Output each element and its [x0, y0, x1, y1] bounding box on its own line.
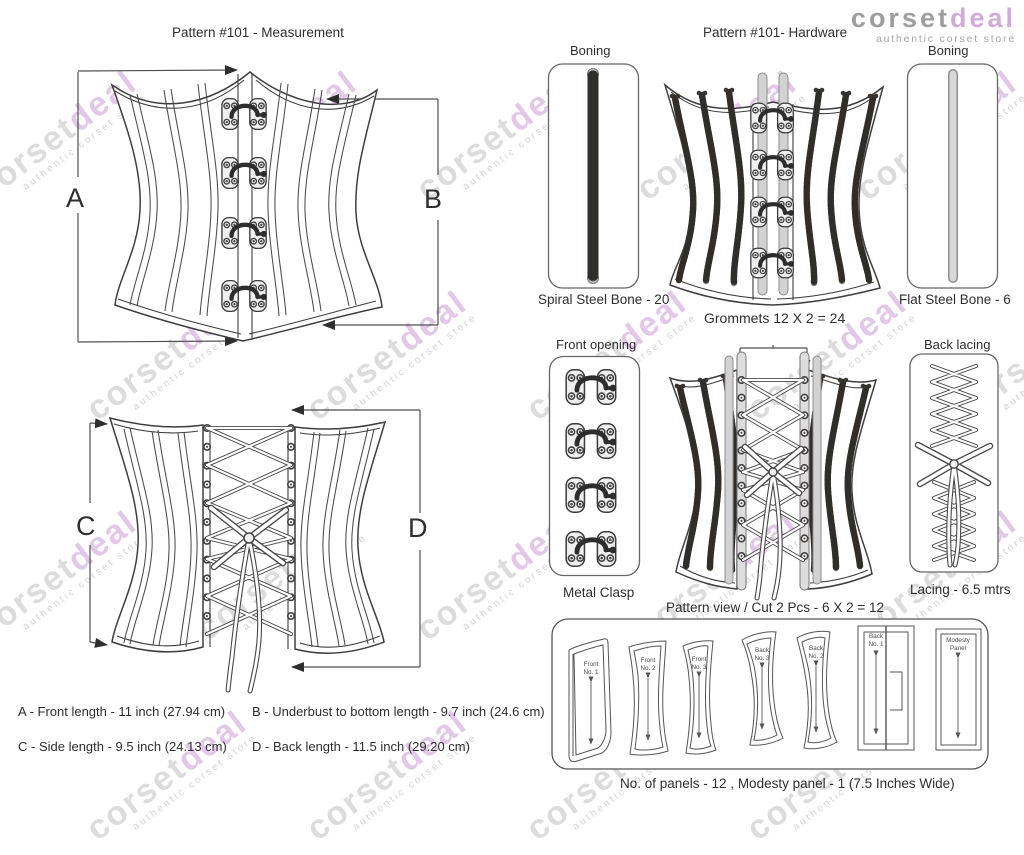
- boning-seam-lines: [123, 427, 375, 648]
- pattern-piece-front-2: Front No. 2: [628, 640, 669, 756]
- label-d: D: [408, 513, 428, 543]
- grommets: [737, 376, 809, 577]
- piece-label: No. 2: [808, 653, 824, 660]
- label-a: A: [66, 183, 84, 213]
- lacing: [741, 378, 805, 601]
- front-opening-label: Front opening: [556, 337, 637, 352]
- piece-label: No. 2: [640, 665, 656, 672]
- label-b: B: [424, 184, 442, 214]
- brand-logo: corsetdeal authentic corset store: [851, 5, 1016, 45]
- spiral-bone-box: [547, 63, 640, 289]
- flat-bone-box: [906, 63, 999, 289]
- logo-tagline: authentic corset store: [876, 33, 1016, 45]
- legend-underbust-length: B - Underbust to bottom length - 9.7 inc…: [252, 704, 545, 719]
- back-lacing-label: Back lacing: [924, 337, 991, 352]
- boning-label-right: Boning: [928, 43, 969, 58]
- pattern-view-title: Pattern view / Cut 2 Pcs - 6 X 2 = 12: [666, 600, 884, 615]
- piece-label: Panel: [950, 645, 966, 652]
- back-lacing-box: [909, 353, 999, 573]
- flat-bone: [812, 355, 822, 585]
- piece-label: Front: [584, 661, 599, 668]
- pattern-piece-front-3: Front No. 3: [682, 640, 717, 755]
- front-opening-box: [548, 355, 641, 577]
- pattern-view-box: Front No. 1 Front No. 2 Front No. 3 Back…: [551, 618, 989, 770]
- measurement-title: Pattern #101 - Measurement: [172, 25, 344, 40]
- legend-front-length: A - Front length - 11 inch (27.94 cm): [18, 704, 226, 719]
- corset-front-outline: [110, 71, 383, 342]
- measurement-arrows-cd: C D: [76, 405, 428, 672]
- back-corset-measurement-diagram: C D: [76, 405, 428, 694]
- hardware-front-corset-diagram: [663, 72, 885, 306]
- front-corset-measurement-diagram: A B: [66, 65, 442, 347]
- logo-corset: corset: [850, 3, 950, 33]
- legend-back-length: D - Back length - 11.5 inch (29.20 cm): [252, 739, 470, 754]
- metal-clasp-caption: Metal Clasp: [563, 585, 635, 600]
- label-c: C: [76, 511, 96, 541]
- bow-knot: [768, 467, 778, 477]
- measurement-arrows-ab: A B: [66, 65, 442, 347]
- grommets-caption: Grommets 12 X 2 = 24: [704, 310, 846, 326]
- piece-label: Modesty: [946, 637, 971, 644]
- bone-tips: [669, 87, 879, 99]
- boning-label-left: Boning: [570, 43, 611, 58]
- piece-label: No. 3: [754, 655, 770, 662]
- spiral-bones: [669, 87, 879, 287]
- piece-label: No. 1: [868, 641, 884, 648]
- bow-knot: [243, 532, 255, 544]
- piece-label: No. 1: [583, 669, 599, 676]
- pattern-piece-back-1: Back No. 1: [857, 625, 915, 751]
- lacing-illustration: [914, 364, 994, 568]
- hardware-title: Pattern #101- Hardware: [703, 25, 848, 40]
- pattern-piece-modesty-panel: Modesty Panel: [935, 628, 982, 751]
- spiral-bones: [674, 373, 872, 574]
- piece-label: Front: [641, 657, 656, 664]
- spiral-bone-caption: Spiral Steel Bone - 20: [538, 292, 670, 307]
- flat-bone-caption: Flat Steel Bone - 6: [899, 292, 1011, 307]
- lacing-caption: Lacing - 6.5 mtrs: [910, 582, 1011, 597]
- logo-wordmark: corsetdeal: [851, 5, 1016, 32]
- boning-seam-lines: [129, 82, 357, 317]
- piece-label: Back: [755, 647, 770, 654]
- grommets-bracket: [736, 345, 811, 369]
- legend-side-length: C - Side length - 9.5 inch (24.13 cm): [18, 739, 227, 754]
- lacing: [205, 426, 293, 694]
- panels-footer: No. of panels - 12 , Modesty panel - 1 (…: [620, 776, 955, 791]
- pattern-piece-front-1: Front No. 1: [568, 638, 612, 763]
- back-left-panel: [108, 416, 204, 653]
- piece-label: No. 3: [691, 664, 707, 671]
- pattern-piece-back-3: Back No. 3: [741, 631, 784, 746]
- back-right-panel: [294, 420, 387, 654]
- grommets: [203, 424, 295, 639]
- corset-outline: [663, 82, 885, 306]
- logo-deal: deal: [949, 3, 1016, 33]
- piece-label: Back: [869, 633, 884, 640]
- piece-label: Front: [692, 656, 707, 663]
- pattern-piece-back-2: Back No. 2: [796, 630, 838, 750]
- piece-label: Back: [809, 645, 824, 652]
- hardware-back-corset-diagram: [668, 345, 878, 601]
- flat-bone: [724, 355, 734, 585]
